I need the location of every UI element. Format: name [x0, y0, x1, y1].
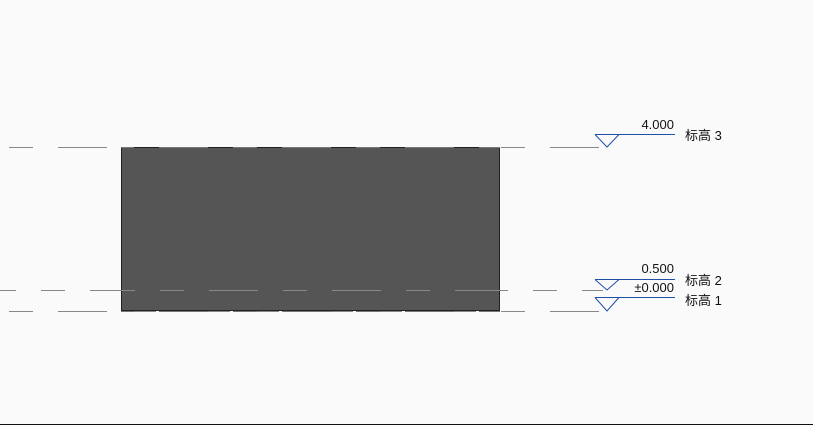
level-1-triangle-icon: [594, 297, 620, 312]
level-1-elevation[interactable]: ±0.000: [634, 280, 674, 295]
level-3-head[interactable]: 4.000 标高 3: [594, 117, 722, 148]
level-1-head[interactable]: ±0.000 标高 1: [594, 280, 722, 312]
wall-elevation[interactable]: [121, 147, 500, 311]
level-2-head[interactable]: 0.500 标高 2: [594, 261, 722, 291]
level-2-triangle-icon: [594, 279, 620, 291]
level-3-elevation[interactable]: 4.000: [641, 117, 674, 132]
level-1-name[interactable]: 标高 1: [685, 293, 722, 308]
level-3-triangle-icon: [594, 134, 620, 148]
level-2-elevation[interactable]: 0.500: [641, 261, 674, 276]
level-2-name[interactable]: 标高 2: [685, 273, 722, 288]
level-3-name[interactable]: 标高 3: [685, 128, 722, 143]
